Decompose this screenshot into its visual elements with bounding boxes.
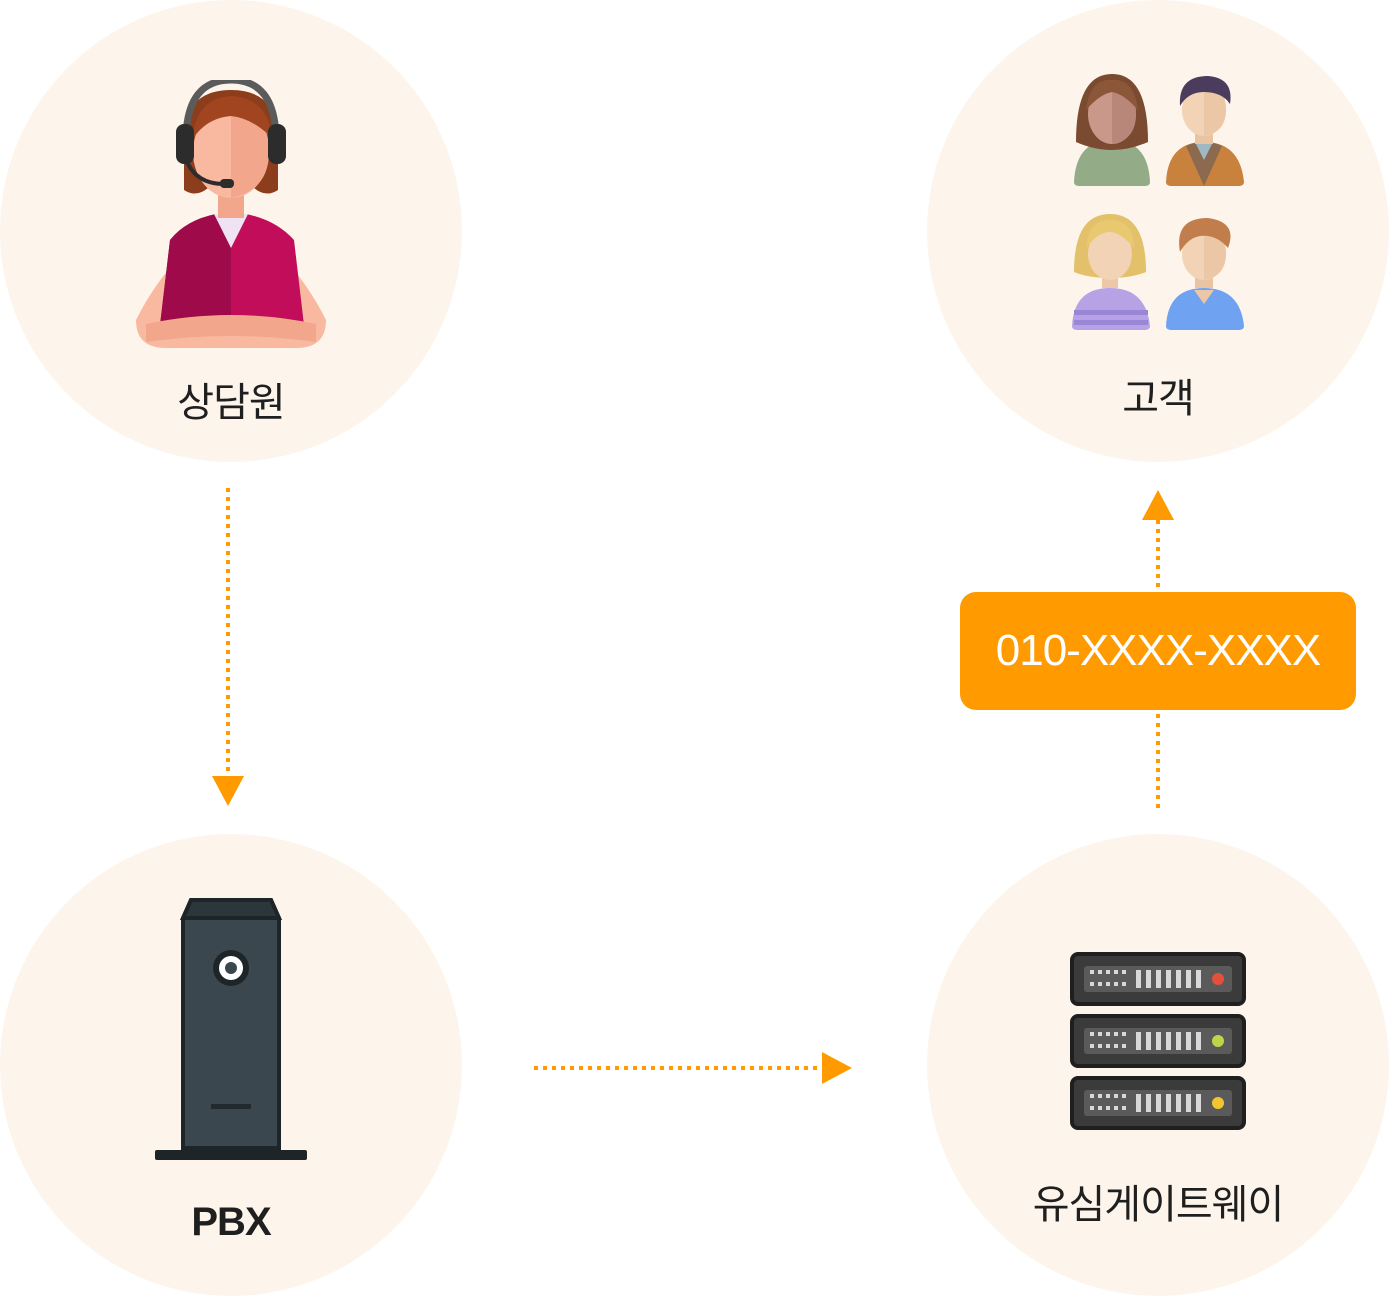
arrow-gateway-to-customers-lower bbox=[1138, 712, 1178, 810]
pbx-label: PBX bbox=[0, 1200, 462, 1245]
arrow-agent-to-pbx bbox=[208, 486, 248, 808]
caller-id-text: 010-XXXX-XXXX bbox=[996, 626, 1321, 676]
arrow-pbx-to-gateway bbox=[532, 1048, 854, 1088]
node-gateway: 유심게이트웨이 bbox=[927, 834, 1389, 1296]
customers-group-icon bbox=[1068, 70, 1248, 332]
agent-label: 상담원 bbox=[0, 370, 462, 428]
node-agent: 상담원 bbox=[0, 0, 462, 462]
pbx-server-tower-icon bbox=[155, 896, 307, 1166]
node-pbx: PBX bbox=[0, 834, 462, 1296]
node-customers: 고객 bbox=[927, 0, 1389, 462]
call-center-agent-icon bbox=[126, 80, 336, 352]
caller-id-badge: 010-XXXX-XXXX bbox=[960, 592, 1356, 710]
customers-label: 고객 bbox=[927, 366, 1389, 424]
sim-gateway-rack-icon bbox=[1068, 950, 1248, 1134]
arrow-gateway-to-customers-upper bbox=[1138, 488, 1178, 592]
gateway-label: 유심게이트웨이 bbox=[927, 1172, 1389, 1230]
